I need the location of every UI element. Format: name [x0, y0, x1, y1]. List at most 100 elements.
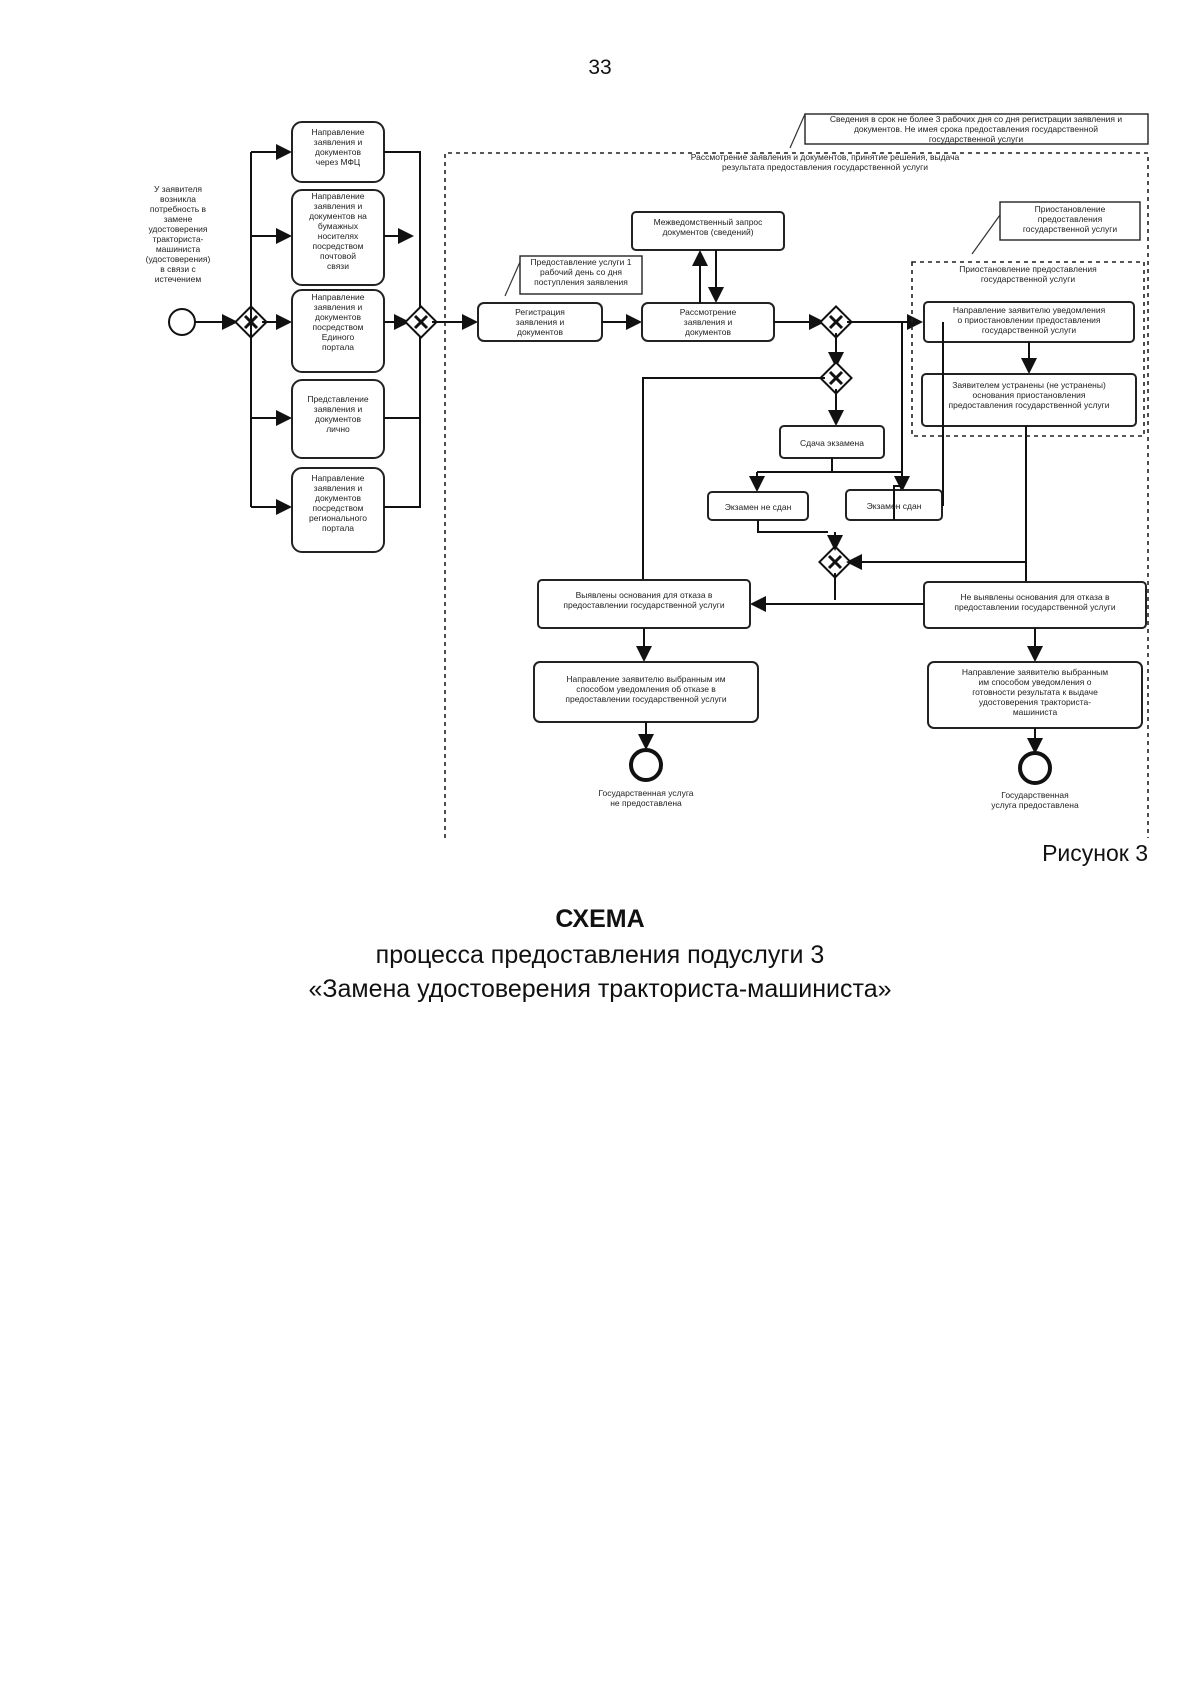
- text-line: регионального: [309, 513, 367, 523]
- text-line: потребность в: [150, 204, 207, 214]
- text-line: предоставлении государственной услуги: [563, 600, 724, 610]
- text-line: (удостоверения): [146, 254, 211, 264]
- text-line: через МФЦ: [316, 157, 361, 167]
- text-line: Приостановление: [1035, 204, 1106, 214]
- text-line: услуга предоставлена: [991, 800, 1079, 810]
- text-line: Предоставление услуги 1: [531, 257, 632, 267]
- text-line: носителях: [318, 231, 359, 241]
- text-line: заявления и: [314, 404, 363, 414]
- text-line: Направление: [311, 127, 364, 137]
- text-line: Сведения в срок не более 3 рабочих дня с…: [830, 114, 1123, 124]
- pool-border: [444, 152, 1149, 838]
- join-gateway: [404, 305, 438, 339]
- text-line: Приостановление предоставления: [959, 264, 1097, 274]
- text-line: им способом уведомления о: [979, 677, 1092, 687]
- text-line: удостоверения тракториста-: [979, 697, 1091, 707]
- text-line: документов: [315, 312, 361, 322]
- text-line: документов: [315, 414, 361, 424]
- process-diagram: Сведения в срок не более 3 рабочих дня с…: [146, 113, 1149, 838]
- registration-note-box: [519, 255, 643, 295]
- caption-title: СХЕМА: [555, 905, 645, 933]
- decision-gateway-2: [819, 361, 853, 395]
- channel-regional-portal: [291, 467, 385, 553]
- text-line: заявления и: [684, 317, 733, 327]
- interagency-request-task: [631, 211, 785, 251]
- pool-header: Рассмотрение заявления и документов, при…: [691, 152, 960, 172]
- text-line: Единого: [322, 332, 355, 342]
- text-line: предоставлении государственной услуги: [954, 602, 1115, 612]
- text-line: рабочий день со дня: [540, 267, 622, 277]
- text-line: государственной услуги: [981, 274, 1076, 284]
- suspension-fix-text: Заявителем устранены (не устранены)основ…: [949, 380, 1110, 410]
- text-line: заявления и: [314, 201, 363, 211]
- text-line: Представление: [307, 394, 369, 404]
- text-line: документов: [685, 327, 731, 337]
- text-line: Регистрация: [515, 307, 565, 317]
- end-event-refused: [629, 748, 663, 782]
- text-line: способом уведомления об отказе в: [576, 684, 716, 694]
- text-line: возникла: [160, 194, 196, 204]
- caption-line-2: «Замена удостоверения тракториста-машини…: [308, 975, 892, 1003]
- text-line: документов. Не имея срока предоставления…: [854, 124, 1098, 134]
- text-line: портала: [322, 342, 354, 352]
- text-line: У заявителя: [154, 184, 202, 194]
- caption-line-1: процесса предоставления подуслуги 3: [375, 941, 825, 969]
- text-line: заявления и: [516, 317, 565, 327]
- figure-caption: СХЕМА процесса предоставления подуслуги …: [0, 905, 1200, 1006]
- text-line: Направление заявителю выбранным: [962, 667, 1108, 677]
- text-line: предоставлении государственной услуги: [565, 694, 726, 704]
- text-line: посредством: [313, 241, 364, 251]
- text-line: Государственная: [1001, 790, 1069, 800]
- channel-unified-portal: [291, 289, 385, 373]
- figure-label: Рисунок 3: [1042, 840, 1148, 866]
- text-line: основания приостановления: [972, 390, 1085, 400]
- text-line: замене: [164, 214, 193, 224]
- text-line: удостоверения: [148, 224, 207, 234]
- text-line: тракториста-: [153, 234, 204, 244]
- text-line: Направление заявителю выбранным им: [566, 674, 725, 684]
- start-event: [168, 308, 196, 336]
- text-line: посредством: [313, 322, 364, 332]
- top-note: Сведения в срок не более 3 рабочих дня с…: [830, 114, 1123, 144]
- text-line: Направление заявителю уведомления: [953, 305, 1106, 315]
- decision-gateway-1: [819, 305, 853, 339]
- text-line: Направление: [311, 292, 364, 302]
- text-line: Рассмотрение: [680, 307, 737, 317]
- text-line: документов: [315, 147, 361, 157]
- text-line: заявления и: [314, 483, 363, 493]
- text-line: в связи с: [160, 264, 196, 274]
- text-line: Межведомственный запрос: [654, 217, 764, 227]
- text-line: Направление: [311, 473, 364, 483]
- text-line: посредством: [313, 503, 364, 513]
- text-line: государственной услуги: [929, 134, 1024, 144]
- suspension-subprocess: [911, 261, 1145, 437]
- text-line: документов: [517, 327, 563, 337]
- text-line: государственной услуги: [982, 325, 1077, 335]
- top-note-box: [804, 113, 1149, 145]
- text-line: заявления и: [314, 302, 363, 312]
- text-line: машиниста: [156, 244, 201, 254]
- text-line: государственной услуги: [1023, 224, 1118, 234]
- text-line: документов на: [309, 211, 367, 221]
- text-line: предоставления: [1038, 214, 1103, 224]
- text-line: Выявлены основания для отказа в: [576, 590, 713, 600]
- text-line: портала: [322, 523, 354, 533]
- text-line: документов: [315, 493, 361, 503]
- text-line: связи: [327, 261, 349, 271]
